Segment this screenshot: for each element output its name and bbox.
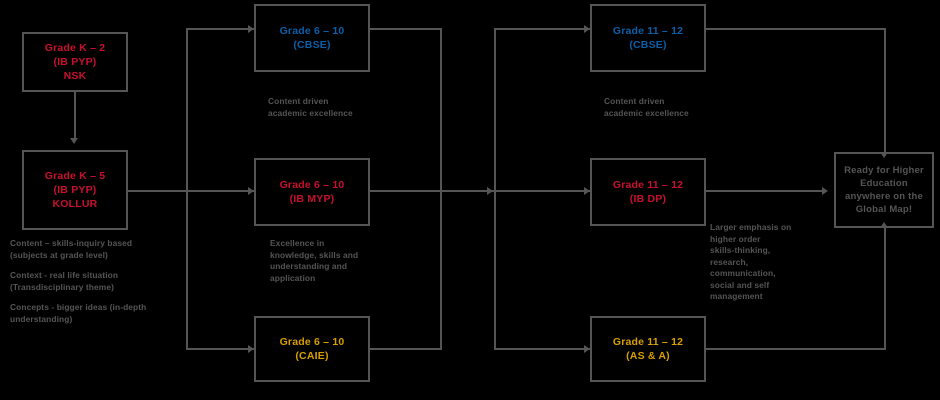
arrowhead-dp1112	[584, 187, 590, 195]
connector-up-to-outcome	[884, 228, 886, 348]
connector-k5-right	[128, 190, 188, 192]
node-outcome-line4: Global Map!	[855, 204, 913, 215]
connector-trunk-to-myp610	[186, 190, 254, 192]
node-caie610-line2: (CAIE)	[295, 350, 329, 362]
connector-trunk-right	[494, 28, 496, 348]
arrowhead-cbse610	[248, 25, 254, 33]
note-pyp-approach: Content – skills-inquiry based (subjects…	[10, 238, 146, 325]
node-grade-11-12-asa[interactable]: Grade 11 – 12 (AS & A)	[590, 316, 706, 382]
node-outcome-line1: Ready for Higher	[844, 165, 924, 176]
note-pyp-l5: Concepts - bigger ideas (in-depth	[10, 302, 147, 312]
node-myp610-line1: Grade 6 – 10	[279, 179, 345, 191]
note-exc-l4: application	[270, 272, 316, 283]
connector-asa1112-right	[706, 348, 886, 350]
node-k5-line1: Grade K – 5	[44, 170, 106, 182]
node-dp1112-line1: Grade 11 – 12	[612, 179, 684, 191]
node-k5-line2: (IB PYP)	[53, 184, 97, 196]
node-grade-k-2[interactable]: Grade K – 2 (IB PYP) NSK	[22, 32, 128, 92]
note-exc-l3: understanding and	[270, 261, 348, 271]
note-cdl-l1: Content driven	[268, 96, 329, 106]
arrowhead-outcome-left	[822, 187, 828, 195]
connector-trunk-to-caie610	[186, 348, 254, 350]
node-cbse610-line2: (CBSE)	[293, 39, 331, 51]
node-grade-11-12-dp[interactable]: Grade 11 – 12 (IB DP)	[590, 158, 706, 226]
note-hos-l2: higher order	[710, 233, 761, 244]
connector-myp610-right	[370, 190, 442, 192]
note-hos-l5: communication,	[710, 268, 776, 278]
note-hos-l7: management	[710, 291, 763, 301]
connector-down-to-outcome	[884, 28, 886, 156]
note-pyp-l3: Context - real life situation	[10, 270, 119, 280]
node-asa1112-line1: Grade 11 – 12	[612, 336, 684, 348]
note-pyp-l6: understanding)	[10, 313, 73, 324]
node-myp610-line2: (IB MYP)	[289, 193, 335, 205]
connector-collector-2	[440, 28, 442, 348]
note-hos-l1: Larger emphasis on	[710, 222, 792, 232]
node-cbse1112-line1: Grade 11 – 12	[612, 25, 684, 37]
connector-trunk-to-asa1112	[494, 348, 590, 350]
arrowhead-k2-to-k5	[70, 138, 78, 144]
node-k2-line2: (IB PYP)	[53, 56, 97, 68]
connector-caie610-right	[370, 348, 442, 350]
node-grade-k-5[interactable]: Grade K – 5 (IB PYP) KOLLUR	[22, 150, 128, 230]
node-caie610-line1: Grade 6 – 10	[279, 336, 345, 348]
node-cbse1112-line2: (CBSE)	[629, 39, 667, 51]
connector-trunk-to-dp1112	[494, 190, 590, 192]
note-exc-l1: Excellence in	[270, 238, 325, 248]
note-pyp-l2: (subjects at grade level)	[10, 249, 108, 260]
note-content-driven-right: Content driven academic excellence	[604, 96, 689, 119]
note-cdl-l2: academic excellence	[268, 107, 353, 118]
node-outcome-line3: anywhere on the	[845, 191, 923, 202]
node-asa1112-line2: (AS & A)	[626, 350, 670, 362]
note-cdr-l2: academic excellence	[604, 107, 689, 118]
note-content-driven-left: Content driven academic excellence	[268, 96, 353, 119]
note-pyp-l1: Content – skills-inquiry based	[10, 238, 133, 248]
connector-cbse610-right	[370, 28, 442, 30]
node-k2-line3: NSK	[63, 70, 87, 82]
arrowhead-trunk3	[487, 187, 493, 195]
connector-dp1112-right	[706, 190, 824, 192]
connector-trunk-to-cbse1112	[494, 28, 590, 30]
note-excellence: Excellence in knowledge, skills and unde…	[270, 238, 358, 284]
arrowhead-asa1112	[584, 345, 590, 353]
note-hos-l4: research,	[710, 256, 749, 267]
node-k2-line1: Grade K – 2	[44, 42, 106, 54]
note-hos-l6: social and self	[710, 279, 770, 290]
arrowhead-caie610	[248, 345, 254, 353]
node-grade-6-10-caie[interactable]: Grade 6 – 10 (CAIE)	[254, 316, 370, 382]
connector-k2-to-k5	[74, 92, 76, 140]
connector-trunk-middle	[186, 28, 188, 348]
arrowhead-myp610	[248, 187, 254, 195]
node-k5-line3: KOLLUR	[52, 198, 98, 210]
node-grade-6-10-myp[interactable]: Grade 6 – 10 (IB MYP)	[254, 158, 370, 226]
connector-trunk-to-cbse610	[186, 28, 254, 30]
note-higher-order-skills: Larger emphasis on higher order skills-t…	[710, 222, 791, 303]
node-grade-11-12-cbse[interactable]: Grade 11 – 12 (CBSE)	[590, 4, 706, 72]
connector-collector2-to-trunk3	[440, 190, 494, 192]
note-exc-l2: knowledge, skills and	[270, 249, 359, 260]
arrowhead-outcome-bottom	[880, 222, 888, 228]
note-pyp-l4: (Transdisciplinary theme)	[10, 281, 114, 292]
connector-cbse1112-right	[706, 28, 886, 30]
arrowhead-cbse1112	[584, 25, 590, 33]
note-cdr-l1: Content driven	[604, 96, 665, 106]
node-grade-6-10-cbse[interactable]: Grade 6 – 10 (CBSE)	[254, 4, 370, 72]
node-dp1112-line2: (IB DP)	[629, 193, 667, 205]
arrowhead-outcome-top	[880, 152, 888, 158]
node-outcome-ready-higher-education[interactable]: Ready for Higher Education anywhere on t…	[834, 152, 934, 228]
node-outcome-line2: Education	[860, 178, 908, 189]
node-cbse610-line1: Grade 6 – 10	[279, 25, 345, 37]
note-hos-l3: skills-thinking,	[710, 245, 771, 255]
